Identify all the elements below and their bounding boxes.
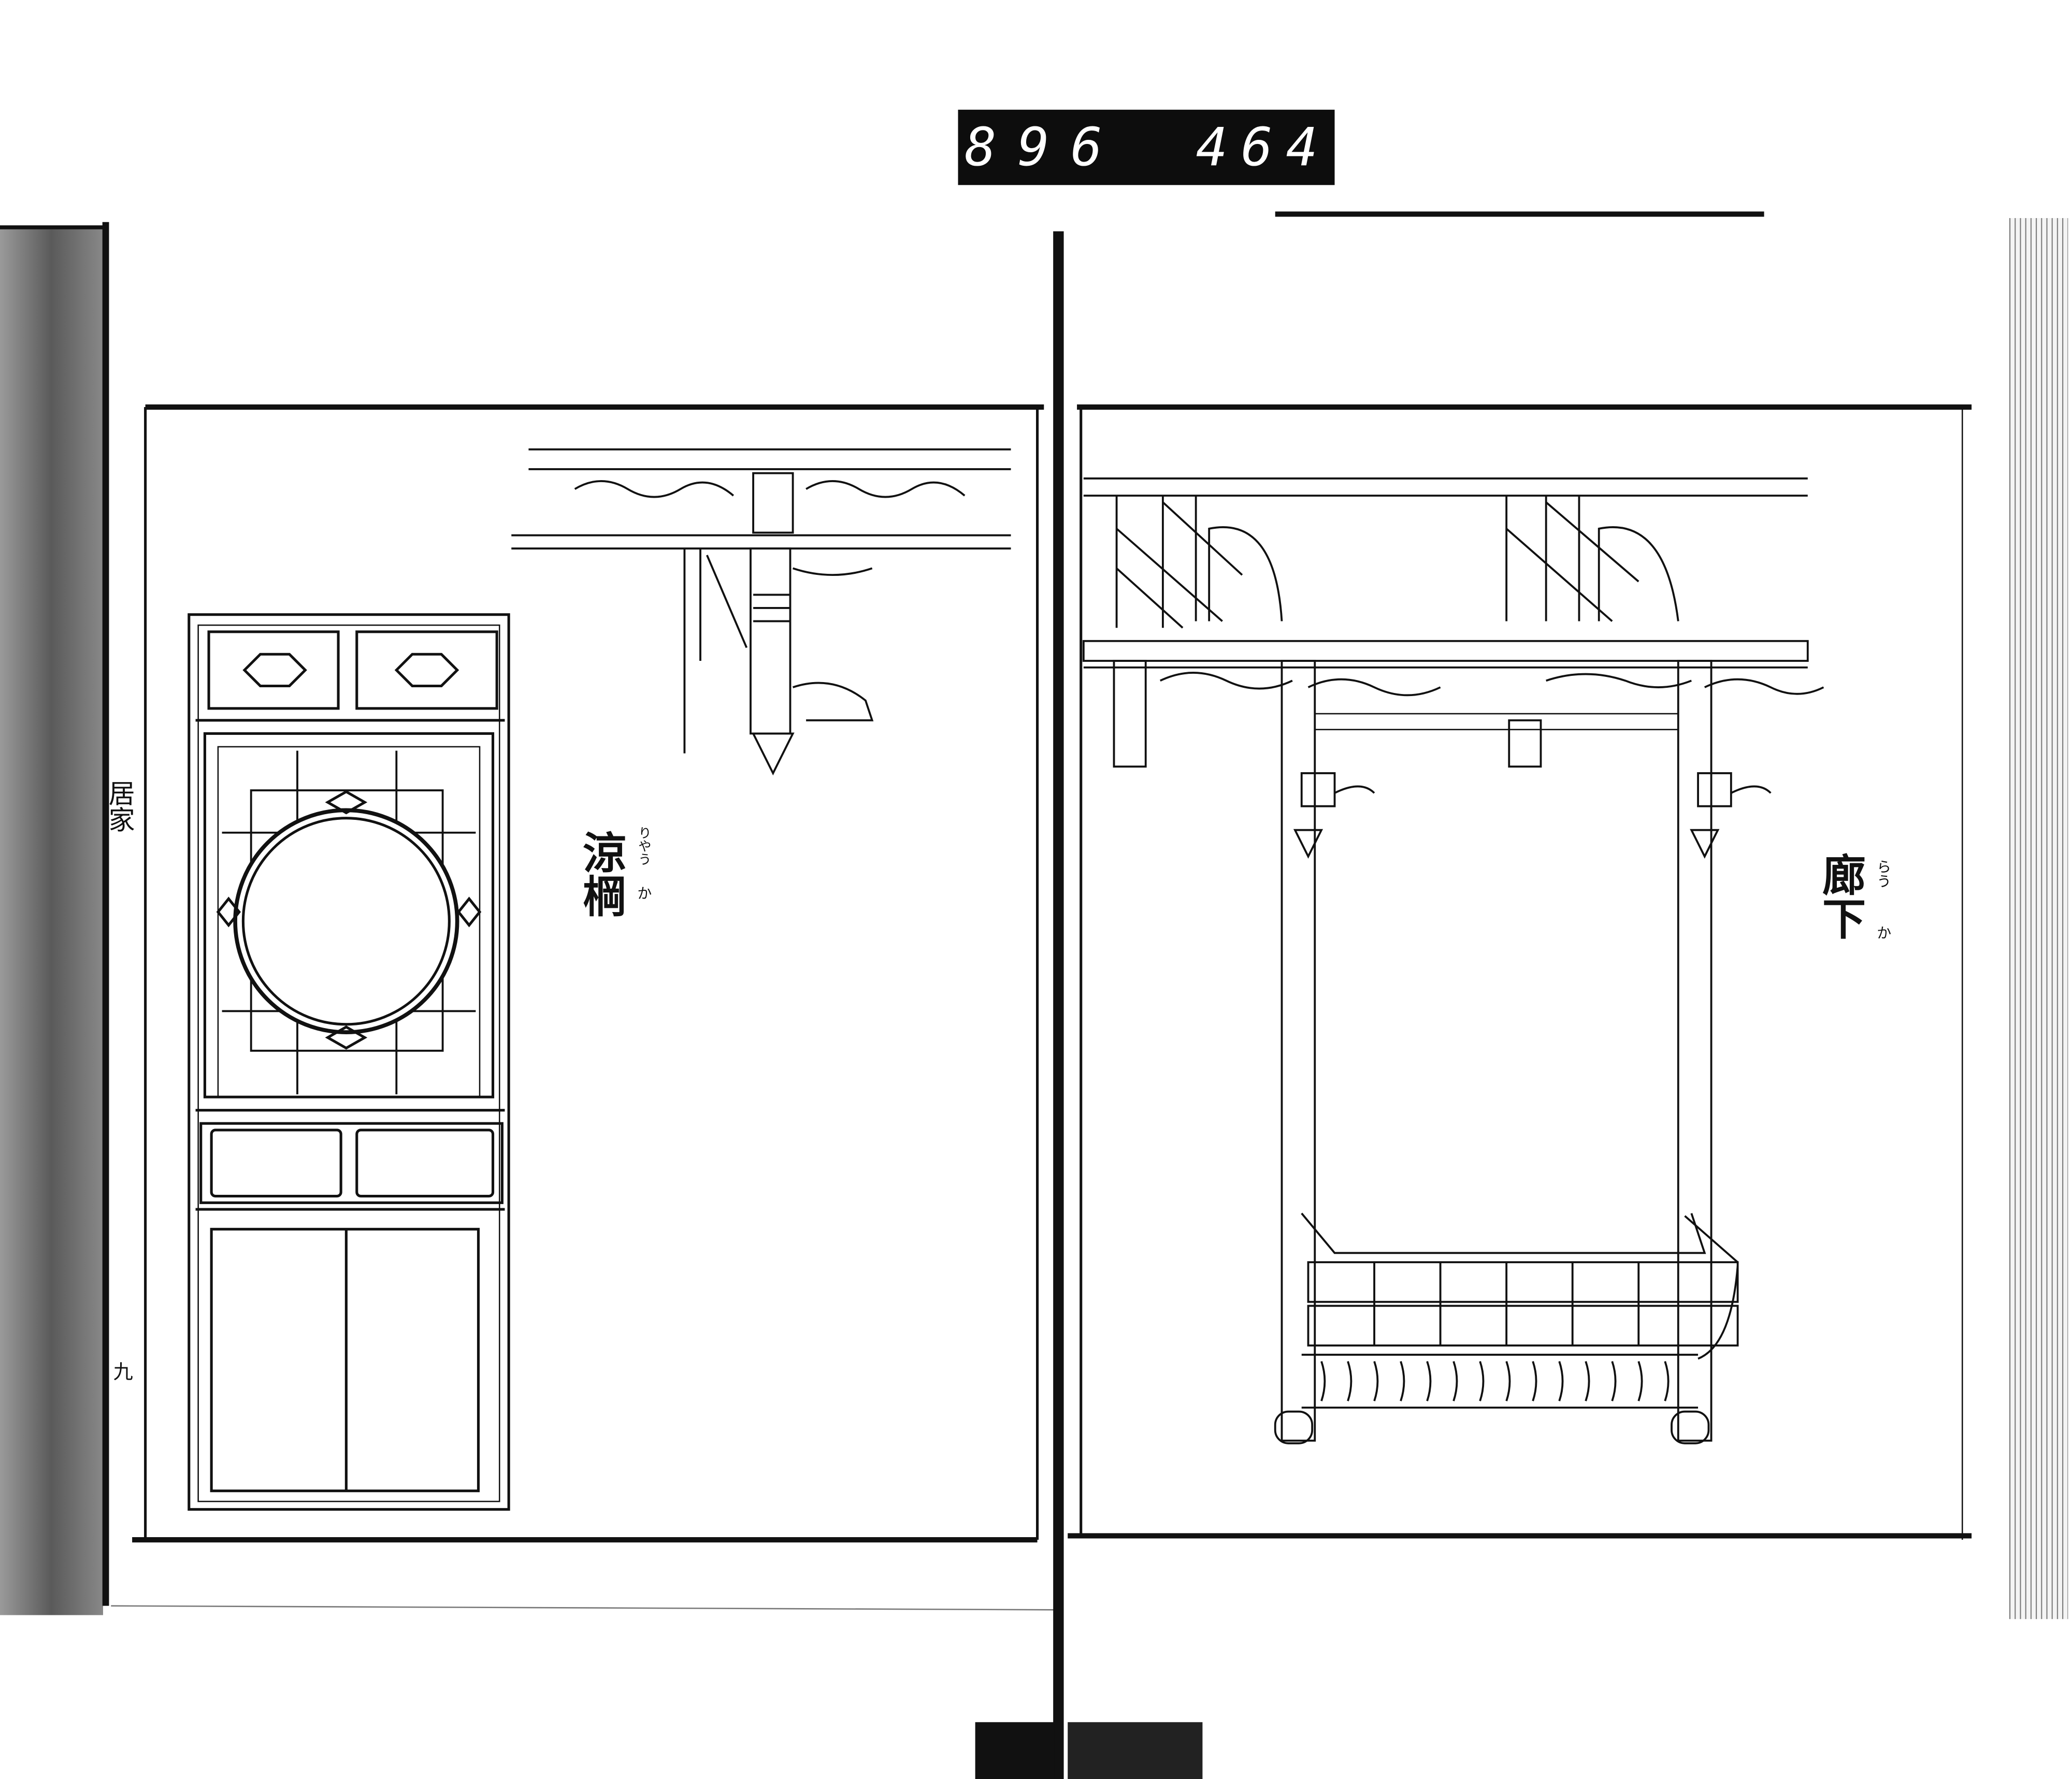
left-book-shadow [0,227,103,1615]
hanging-post-illustration [511,448,1011,776]
archive-number-right: 464. [1196,117,1376,178]
caption-ryoka: 涼棡 [575,830,627,917]
archive-number-left: 896 [965,117,1124,178]
left-illustration-frame [132,404,1044,1543]
caption-roka: 廊下 [1815,852,1866,939]
gutter [1053,231,1064,1779]
page-number: 九 [110,1362,133,1381]
spine-title: 居家 [104,780,135,833]
caption-roka-ruby-1: らう [1875,859,1892,888]
right-illustration-frame [1068,404,1972,1540]
veranda-illustration [1082,477,1824,1444]
lattice-door-illustration [188,613,510,1511]
caption-ryoka-ruby-2: か [635,886,652,900]
caption-ryoka-ruby-1: りやう [636,826,651,866]
caption-roka-ruby-2: か [1875,925,1892,939]
right-page-stack [2008,218,2068,1619]
archive-number-label [958,109,1335,185]
